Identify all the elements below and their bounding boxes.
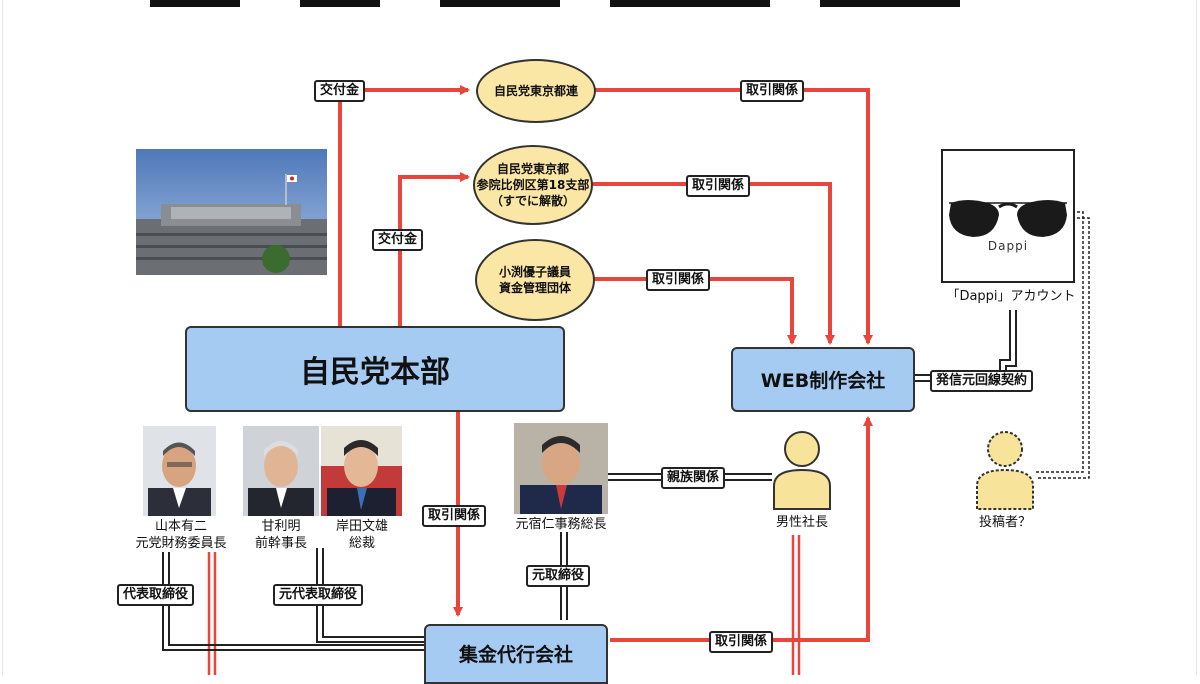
label-representative-director: 代表取締役 [117, 584, 195, 606]
node-collection-agency: 集金代行会社 [424, 624, 608, 684]
caption-poster: 投稿者？ [978, 515, 1031, 530]
label-kofukin-branch: 交付金 [372, 229, 424, 251]
node-web-company: WEB制作会社 [731, 347, 915, 412]
photo-amari [243, 426, 319, 516]
label-torihiki-obuchi: 取引関係 [646, 269, 711, 291]
label-hasshin-contract: 発信元回線契約 [930, 370, 1034, 392]
label-torihiki-collect-web: 取引関係 [709, 631, 774, 653]
node-tokyo-federation: 自民党東京都連 [476, 59, 596, 123]
caption-amari: 甘利明 前幹事長 [254, 519, 307, 551]
caption-yamamoto: 山本有二 元党財務委員長 [135, 519, 227, 551]
node-obuchi-fund: 小渕優子議員 資金管理団体 [475, 239, 595, 321]
label-torihiki-tokyo: 取引関係 [740, 80, 805, 102]
dappi-account-card: Dappi [941, 149, 1075, 283]
arrow-branch18-to-web [590, 182, 835, 345]
arrow-tokyo-to-web [592, 88, 873, 345]
title-strip [140, 0, 1040, 10]
label-torihiki-hq-collect: 取引関係 [422, 505, 487, 527]
caption-motoyado: 元宿仁事務総長 [515, 517, 607, 532]
poster-person-icon [974, 430, 1036, 510]
node-ldp-hq: 自民党本部 [185, 326, 565, 412]
label-kofukin-tokyo: 交付金 [314, 80, 366, 102]
ldp-building-photo [136, 149, 327, 275]
arrow-hq-to-branch18 [398, 172, 470, 327]
label-torihiki-branch: 取引関係 [686, 175, 751, 197]
label-former-representative: 元代表取締役 [273, 584, 364, 606]
page-edge-left [2, 0, 3, 675]
photo-kishida [321, 426, 402, 516]
node-branch18: 自民党東京都 参院比例区第18支部 （すでに解散） [473, 145, 593, 225]
arrow-collect-to-web [610, 416, 873, 642]
label-former-director: 元取締役 [526, 565, 591, 587]
photo-motoyado [514, 423, 608, 514]
caption-kishida: 岸田文雄 総裁 [335, 519, 388, 551]
sunglasses-icon [949, 200, 1067, 237]
photo-yamamoto [143, 426, 216, 516]
caption-president: 男性社長 [775, 515, 828, 530]
president-person-icon [771, 430, 833, 510]
label-shinzoku: 親族関係 [661, 467, 726, 489]
dappi-logo-text: Dappi [987, 239, 1029, 253]
arrow-hq-to-tokyo [338, 85, 470, 327]
page-edge-right [1196, 0, 1197, 675]
caption-dappi-account: 「Dappi」アカウント [946, 289, 1076, 304]
